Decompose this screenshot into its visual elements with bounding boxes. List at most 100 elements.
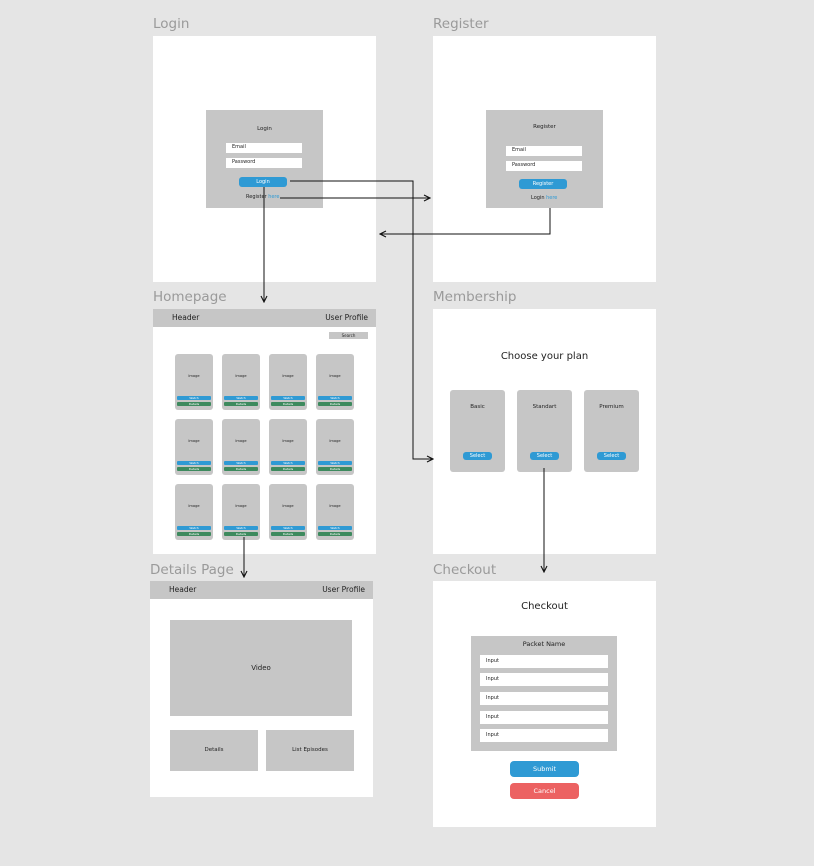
packet-name-label: Packet Name — [522, 640, 566, 648]
details-button[interactable]: Details — [318, 402, 352, 406]
register-prefix: Register — [246, 194, 267, 200]
details-header-label: Header — [169, 585, 197, 594]
movie-card-image: Image — [282, 374, 294, 378]
movie-card-image: Image — [235, 439, 247, 443]
register-email-field[interactable]: Email — [506, 146, 582, 156]
checkout-input[interactable]: Input — [480, 711, 608, 724]
register-frame-title: Register — [433, 16, 489, 32]
login-email-field[interactable]: Email — [226, 143, 302, 153]
watch-button[interactable]: Watch — [224, 396, 258, 400]
submit-button[interactable]: Submit — [510, 761, 579, 777]
movie-card-image: Image — [188, 374, 200, 378]
details-button[interactable]: Details — [177, 467, 211, 471]
register-button[interactable]: Register — [519, 179, 567, 189]
login-frame-title: Login — [153, 16, 190, 32]
details-button[interactable]: Details — [271, 402, 305, 406]
details-button[interactable]: Details — [271, 467, 305, 471]
details-button[interactable]: Details — [224, 532, 258, 536]
watch-button[interactable]: Watch — [271, 526, 305, 530]
login-button[interactable]: Login — [239, 177, 287, 187]
movie-card-image: Image — [235, 504, 247, 508]
plan-card-standart: Standart Select — [517, 390, 572, 472]
watch-button[interactable]: Watch — [177, 396, 211, 400]
plan-select-button[interactable]: Select — [530, 452, 559, 460]
details-user-profile[interactable]: User Profile — [322, 585, 365, 594]
login-password-field[interactable]: Password — [226, 158, 302, 168]
checkout-input[interactable]: Input — [480, 729, 608, 742]
cancel-button[interactable]: Cancel — [510, 783, 579, 799]
video-player[interactable]: Video — [170, 620, 352, 716]
login-link-row: Login here — [531, 195, 591, 201]
watch-button[interactable]: Watch — [318, 396, 352, 400]
list-episodes-box[interactable]: List Episodes — [266, 730, 354, 771]
movie-card-image: Image — [329, 504, 341, 508]
watch-button[interactable]: Watch — [318, 526, 352, 530]
watch-button[interactable]: Watch — [271, 461, 305, 465]
membership-frame: Choose your plan Basic Select Standart S… — [433, 309, 656, 554]
movie-card-image: Image — [188, 439, 200, 443]
watch-button[interactable]: Watch — [224, 526, 258, 530]
checkout-input[interactable]: Input — [480, 692, 608, 705]
plan-card-premium: Premium Select — [584, 390, 639, 472]
register-heading: Register — [533, 124, 556, 130]
details-header-bar: Header User Profile — [150, 581, 373, 599]
plan-select-button[interactable]: Select — [597, 452, 626, 460]
checkout-frame-title: Checkout — [433, 562, 497, 578]
register-here-link[interactable]: here — [268, 194, 280, 200]
login-prefix: Login — [531, 195, 545, 201]
details-button[interactable]: Details — [318, 532, 352, 536]
checkout-form-box: Packet Name Input Input Input Input Inpu… — [471, 636, 617, 751]
login-frame: Login Email Password Login Register here — [153, 36, 376, 282]
login-heading: Login — [257, 126, 272, 132]
checkout-input[interactable]: Input — [480, 673, 608, 686]
movie-card-image: Image — [329, 439, 341, 443]
plan-name: Premium — [599, 404, 624, 410]
details-frame: Header User Profile Video Details List E… — [150, 581, 373, 797]
membership-heading: Choose your plan — [500, 351, 589, 362]
homepage-user-profile[interactable]: User Profile — [325, 313, 368, 322]
register-box: Register Email Password Register Login h… — [486, 110, 603, 208]
watch-button[interactable]: Watch — [224, 461, 258, 465]
checkout-frame: Checkout Packet Name Input Input Input I… — [433, 581, 656, 827]
details-button[interactable]: Details — [224, 402, 258, 406]
details-button[interactable]: Details — [177, 532, 211, 536]
watch-button[interactable]: Watch — [177, 461, 211, 465]
homepage-header-label: Header — [172, 313, 200, 322]
movie-card-image: Image — [188, 504, 200, 508]
details-button[interactable]: Details — [318, 467, 352, 471]
login-here-link[interactable]: here — [546, 195, 558, 201]
plan-card-basic: Basic Select — [450, 390, 505, 472]
details-button[interactable]: Details — [177, 402, 211, 406]
register-link-row: Register here — [246, 194, 306, 200]
checkout-heading: Checkout — [521, 601, 568, 612]
membership-frame-title: Membership — [433, 289, 517, 305]
details-box: Details — [170, 730, 258, 771]
login-box: Login Email Password Login Register here — [206, 110, 323, 208]
homepage-frame-title: Homepage — [153, 289, 227, 305]
watch-button[interactable]: Watch — [271, 396, 305, 400]
watch-button[interactable]: Watch — [318, 461, 352, 465]
register-password-field[interactable]: Password — [506, 161, 582, 171]
checkout-input[interactable]: Input — [480, 655, 608, 668]
plan-select-button[interactable]: Select — [463, 452, 492, 460]
movie-card-image: Image — [235, 374, 247, 378]
movie-card-image: Image — [282, 439, 294, 443]
movie-card-image: Image — [329, 374, 341, 378]
details-button[interactable]: Details — [271, 532, 305, 536]
homepage-search-input[interactable]: Search — [329, 332, 368, 339]
homepage-header-bar: Header User Profile — [153, 309, 376, 327]
watch-button[interactable]: Watch — [177, 526, 211, 530]
details-button[interactable]: Details — [224, 467, 258, 471]
movie-card-image: Image — [282, 504, 294, 508]
